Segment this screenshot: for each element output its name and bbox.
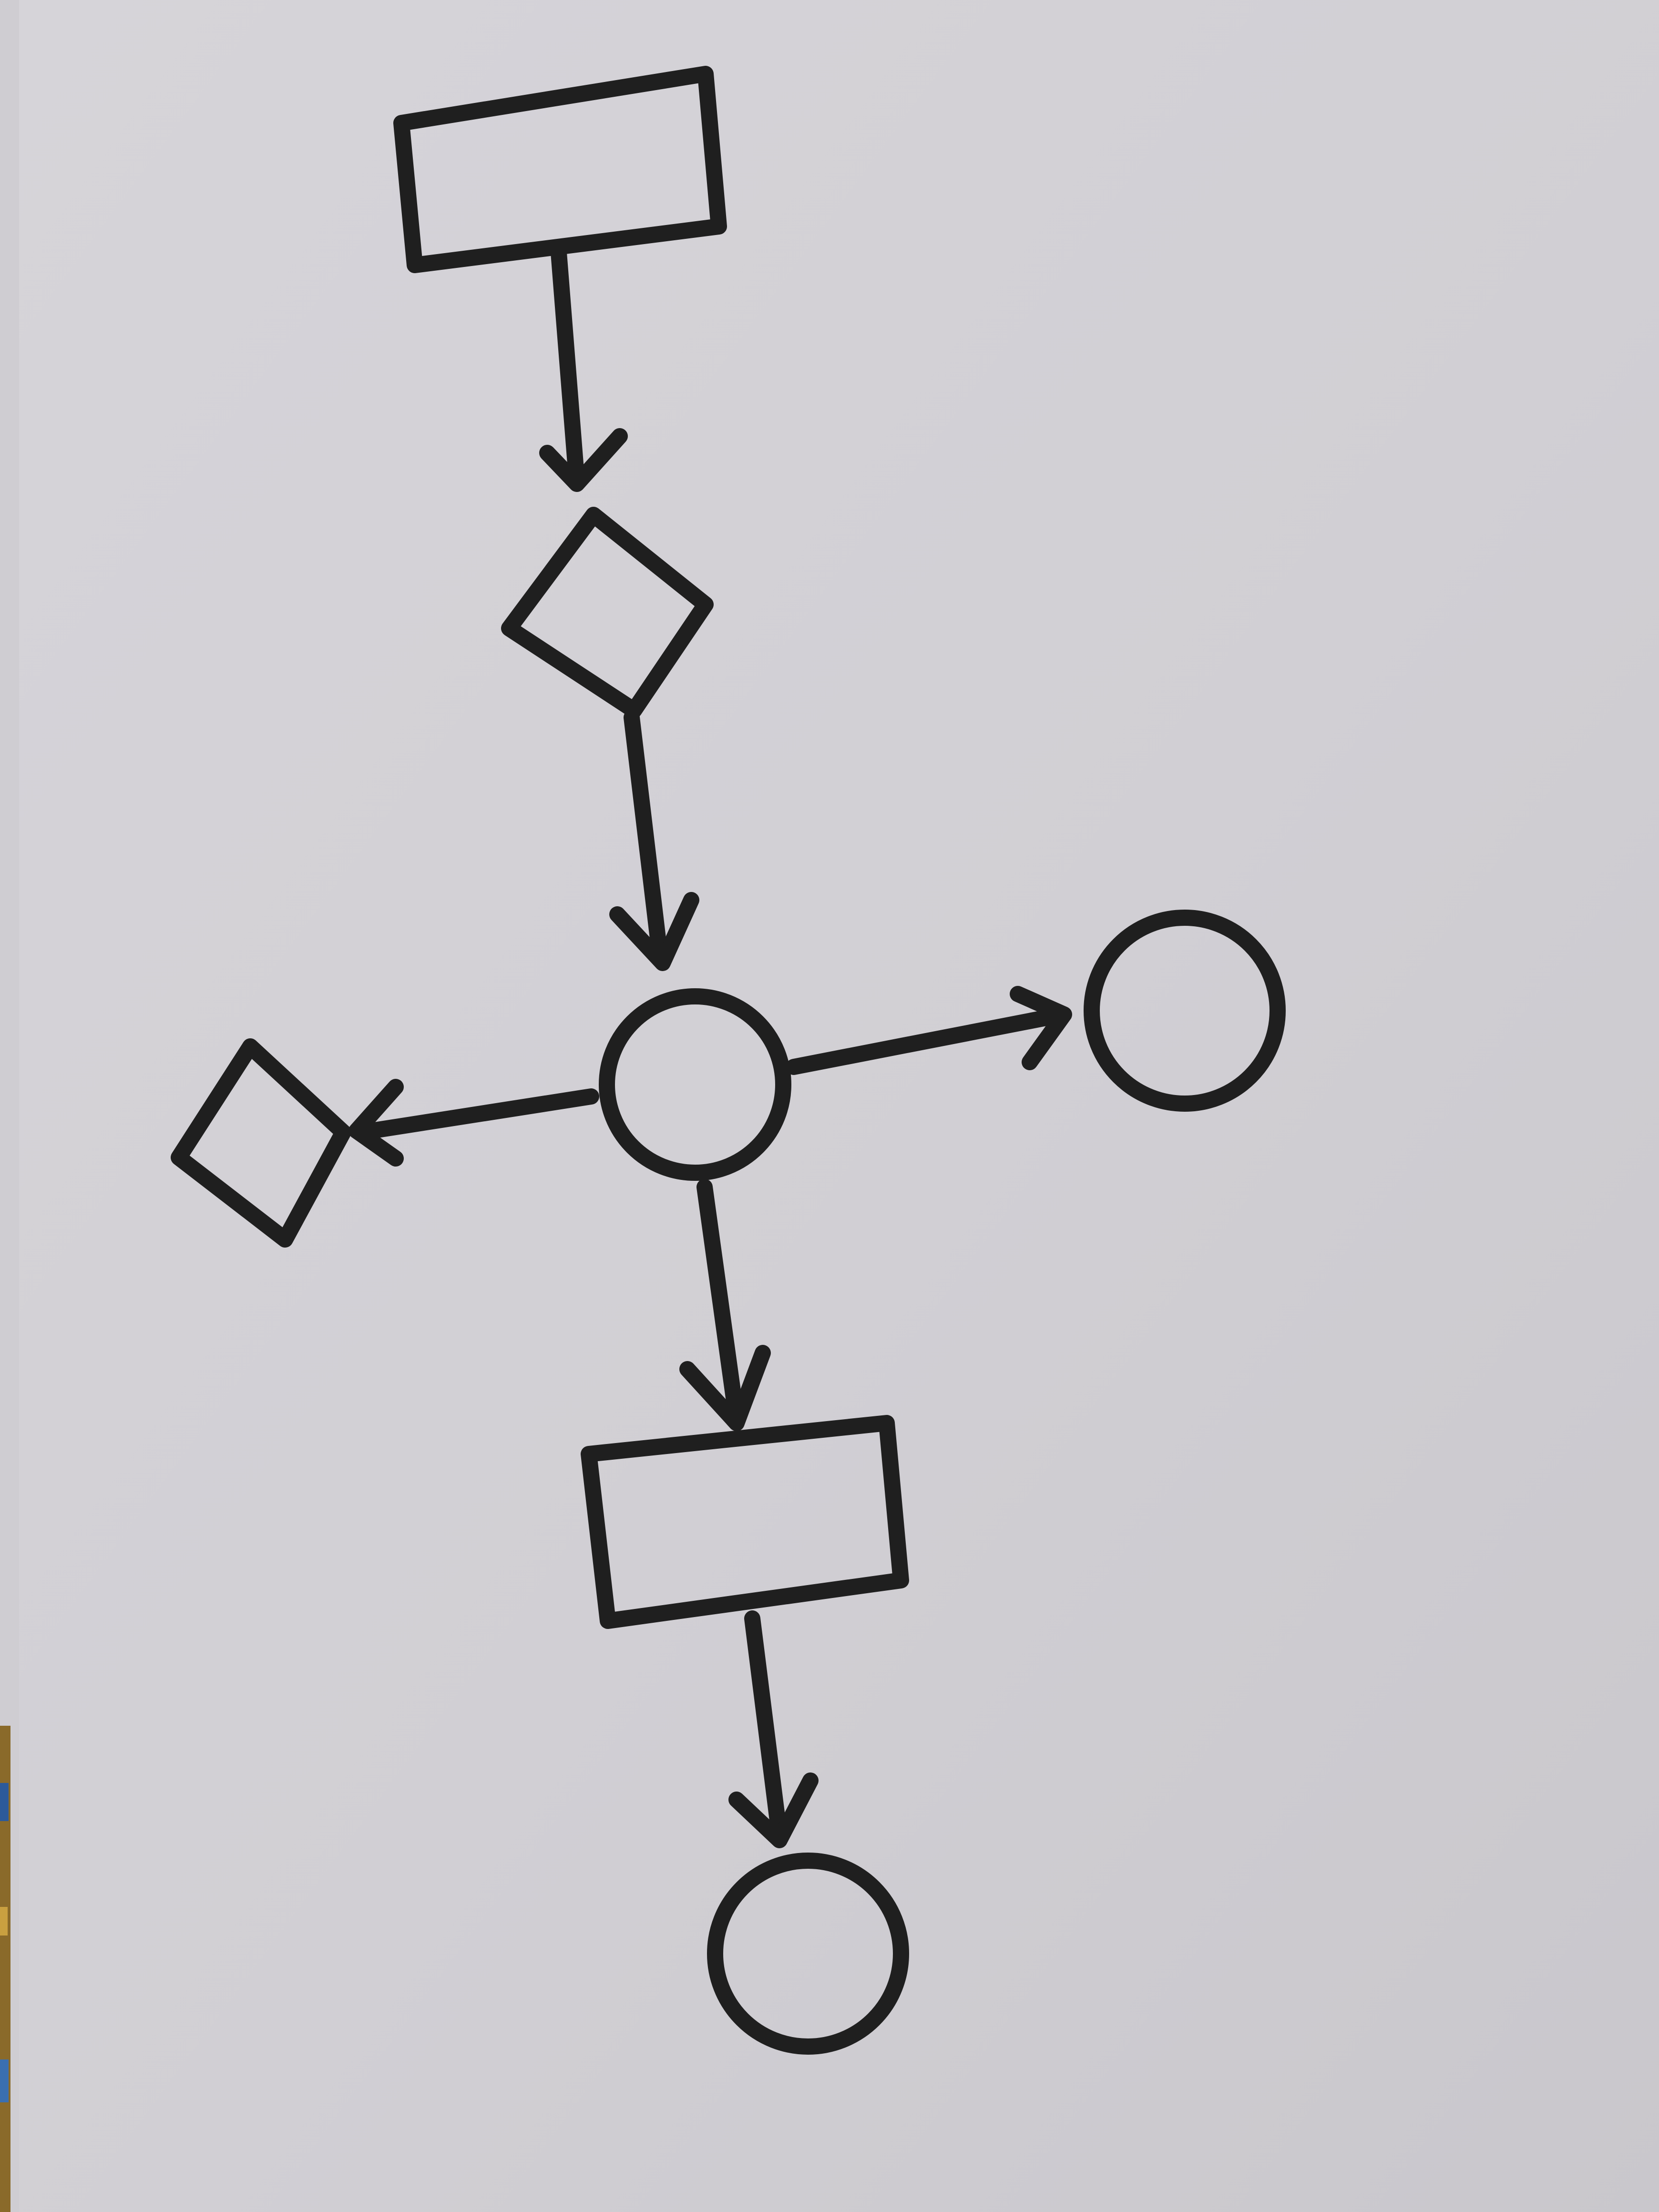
arrow-head-4 xyxy=(348,1079,404,1167)
arrow-head-6 xyxy=(728,1772,819,1848)
arrow-diamond-to-hub xyxy=(624,709,668,966)
arrow-head-2 xyxy=(609,892,699,971)
arrow-hub-to-right-circle xyxy=(786,1007,1066,1075)
arrow-head-5 xyxy=(679,1345,771,1431)
arrow-hub-to-lower-rectangle xyxy=(696,1179,745,1426)
arrow-hub-to-left-diamond xyxy=(354,1088,599,1140)
arrow-lower-to-end xyxy=(744,1610,788,1843)
end-circle xyxy=(707,1853,909,2055)
hub-circle xyxy=(599,988,791,1181)
right-circle xyxy=(1084,910,1286,1112)
lower-rectangle xyxy=(581,1415,909,1629)
paper-background xyxy=(19,0,1659,2212)
start-rectangle xyxy=(393,66,727,273)
arrow-start-to-diamond xyxy=(551,245,585,490)
left-diamond xyxy=(171,1038,351,1248)
desk-edge xyxy=(0,1726,19,2212)
arrow-head-3 xyxy=(1010,986,1072,1070)
arrow-head-1 xyxy=(539,428,628,492)
